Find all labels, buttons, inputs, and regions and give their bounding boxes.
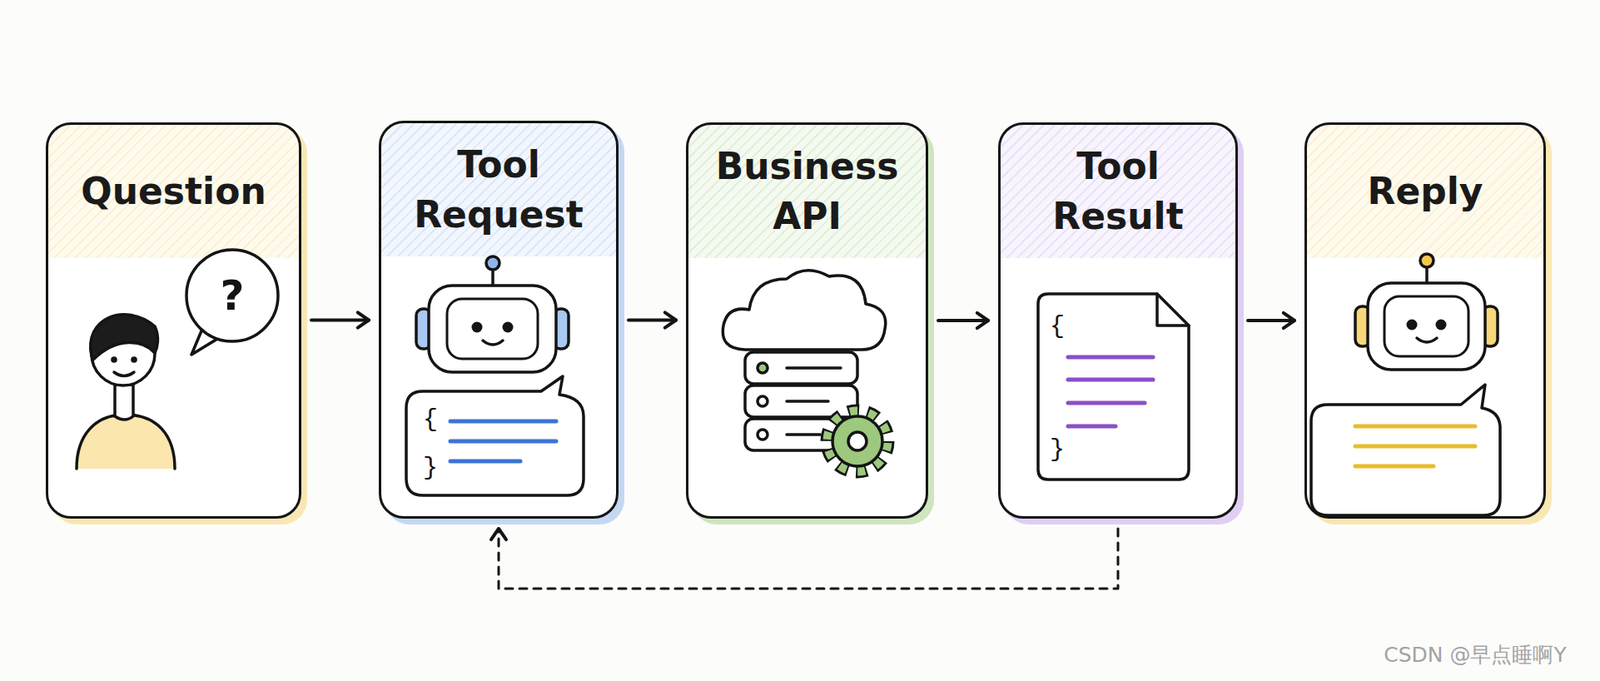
code-symbol: { <box>422 405 438 434</box>
cloud-server-icon-part <box>745 352 858 384</box>
document-icon-part <box>1068 401 1145 406</box>
code-bubble-part <box>450 459 521 464</box>
gear-icon-part <box>832 416 883 467</box>
flow-arrow <box>1247 313 1295 328</box>
speech-bubble-part <box>186 249 279 342</box>
header-band: Business API <box>688 124 926 259</box>
robot-icon-part <box>447 298 538 359</box>
person-illustration-part <box>114 372 135 377</box>
reply-bubble-part <box>1355 464 1434 469</box>
cloud-server-icon-part <box>786 399 829 403</box>
person-illustration-part <box>114 384 134 420</box>
code-symbol: } <box>1049 435 1065 464</box>
header-band: Tool Result <box>1000 124 1236 259</box>
connector-line <box>1247 318 1295 323</box>
robot-icon-part <box>472 322 483 333</box>
box-title: Tool Result <box>1009 141 1227 242</box>
robot-icon-part <box>1436 319 1447 331</box>
connector-line <box>311 318 369 323</box>
connector-line <box>938 318 989 323</box>
document-icon <box>1038 293 1189 480</box>
header-band: Question <box>48 124 299 259</box>
flow-arrow <box>938 313 989 328</box>
reply-bubble-part <box>1311 384 1501 516</box>
cloud-server-icon-part <box>745 385 858 418</box>
robot-icon-part <box>486 256 500 270</box>
header-band: Reply <box>1306 124 1544 259</box>
reply-bubble <box>1311 384 1501 516</box>
cloud-server-icon-part <box>786 432 820 437</box>
robot-icon-part <box>1367 283 1486 370</box>
person-illustration-part <box>90 314 159 360</box>
code-symbol: ? <box>219 271 244 320</box>
robot-icon-part <box>1384 296 1469 357</box>
robot-icon-part <box>428 285 557 373</box>
code-bubble-part <box>450 439 557 444</box>
person-illustration-part <box>110 356 118 363</box>
box-title: Business API <box>699 141 916 242</box>
box-title: Tool Request <box>390 139 607 240</box>
cloud-server-icon-part <box>757 396 768 407</box>
cloud-server-icon-part <box>757 429 768 440</box>
connector-line <box>498 528 1119 589</box>
robot-icon-part <box>491 268 495 286</box>
code-bubble-part <box>406 376 584 496</box>
flow-arrow <box>628 312 676 328</box>
arrow-head <box>491 528 507 540</box>
person-illustration-part <box>130 356 138 363</box>
reply-bubble-part <box>1355 424 1476 429</box>
feedback-loop-arrow <box>491 528 1119 589</box>
robot-icon-part <box>482 340 503 345</box>
robot-icon-part <box>1420 253 1434 268</box>
robot-icon-part <box>1425 266 1429 284</box>
code-bubble <box>406 376 584 496</box>
robot-icon-part <box>1406 319 1418 331</box>
document-icon-part <box>1068 355 1153 360</box>
robot-icon-part <box>502 322 514 333</box>
connector-line <box>628 318 676 323</box>
gear-icon-part <box>848 432 867 451</box>
cloud-server-icon-part <box>757 362 768 373</box>
watermark: CSDN @早点睡啊Y <box>1383 640 1567 669</box>
arrow-head <box>665 312 676 328</box>
code-bubble-part <box>450 419 557 424</box>
document-icon-part <box>1068 424 1116 429</box>
robot-icon-part <box>1416 337 1437 343</box>
flow-arrow <box>311 312 369 328</box>
arrow-head <box>1283 313 1295 328</box>
reply-bubble-part <box>1355 444 1476 449</box>
arrow-head <box>977 313 989 328</box>
box-title: Reply <box>1367 166 1484 217</box>
cloud-server-icon-part <box>786 366 841 370</box>
code-symbol: } <box>422 453 438 482</box>
code-symbol: { <box>1049 312 1065 341</box>
header-band: Tool Request <box>381 123 617 257</box>
arrow-head <box>357 312 369 328</box>
document-icon-part <box>1038 293 1189 480</box>
document-icon-part <box>1068 377 1153 383</box>
box-title: Question <box>80 166 266 217</box>
